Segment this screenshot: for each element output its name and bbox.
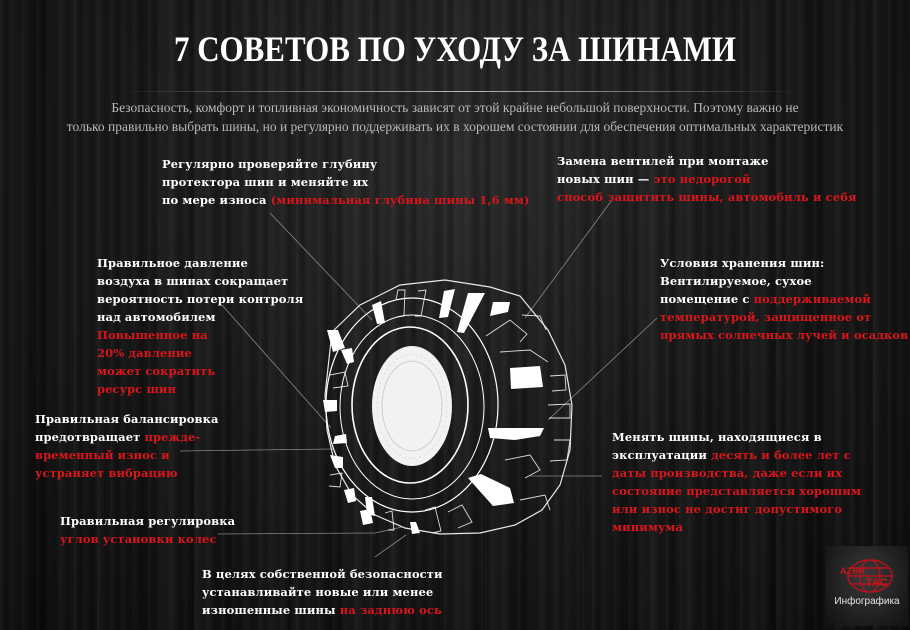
tip-highlight: температурой, защищенное от: [660, 310, 872, 324]
tip-highlight: поддерживаемой: [753, 292, 871, 306]
tip-tire-age: Менять шины, находящиеся в эксплуатации …: [612, 428, 861, 536]
logo-caption: Инфографика: [834, 596, 900, 607]
tip-highlight: минимума: [612, 520, 684, 534]
tip-highlight: может сократить: [97, 364, 216, 378]
tip-balancing: Правильная балансировка предотвращает пр…: [35, 410, 219, 482]
tip-highlight: способ защитить шины, автомобиль и себя: [557, 190, 857, 204]
tip-text: протектора шин и меняйте их: [162, 175, 369, 189]
tip-text: устанавливайте новые или менее: [202, 585, 434, 599]
tip-highlight: или износ не достиг допустимого: [612, 502, 843, 516]
tip-text: Правильная балансировка: [35, 412, 219, 426]
tip-text: новых шин —: [557, 172, 654, 186]
tip-highlight: на заднюю ось: [339, 603, 442, 617]
tip-tread-depth: Регулярно проверяйте глубину протектора …: [162, 155, 529, 209]
tip-text: Условия хранения шин:: [660, 256, 825, 270]
intro-line-1: Безопасность, комфорт и топливная эконом…: [111, 100, 799, 115]
tip-highlight: даты производства, даже если их: [612, 466, 843, 480]
hub: [372, 346, 452, 466]
tip-text: предотвращает: [35, 430, 145, 444]
tip-highlight: 20% давление: [97, 346, 192, 360]
tread-outlines: [328, 289, 571, 534]
intro-line-2: только правильно выбрать шины, но и регу…: [66, 119, 844, 134]
tip-highlight: (минимальная глубина шины 1,6 мм): [270, 193, 530, 207]
tip-text: В целях собственной безопасности: [202, 567, 443, 581]
tip-highlight: Повышенное на: [97, 328, 208, 342]
logo-brand-bottom: TAC: [866, 577, 888, 589]
tip-text: Вентилируемое, сухое: [660, 274, 812, 288]
tip-wheel-alignment: Правильная регулировка углов установки к…: [60, 512, 235, 548]
tip-rear-axle: В целях собственной безопасности устанав…: [202, 565, 443, 619]
connector-lines: [179, 199, 658, 558]
tip-highlight: прямых солнечных лучей и осадков: [660, 328, 909, 342]
tip-text: над автомобилем: [97, 310, 216, 324]
intro-text: Безопасность, комфорт и топливная эконом…: [0, 98, 910, 136]
tip-highlight: это недорогой: [653, 172, 751, 186]
tip-text: помещение с: [660, 292, 754, 306]
tip-text: эксплуатации: [612, 448, 712, 462]
tip-text: вероятность потери контроля: [97, 292, 304, 306]
tip-storage: Условия хранения шин: Вентилируемое, сух…: [660, 254, 908, 344]
tip-text: Замена вентилей при монтаже: [557, 154, 769, 168]
globe-icon: [847, 559, 893, 593]
tip-highlight: десять и более лет с: [711, 448, 851, 462]
tip-text: изношенные шины: [202, 603, 340, 617]
azertac-logo: AZƏR TAC Инфографика: [826, 546, 908, 626]
tread-blocks: [323, 289, 544, 534]
tip-highlight: временный износ и: [35, 448, 170, 462]
tip-highlight: углов установки колес: [60, 532, 217, 546]
tip-highlight: ресурс шин: [97, 382, 177, 396]
page-title: 7 СОВЕТОВ ПО УХОДУ ЗА ШИНАМИ: [173, 29, 737, 69]
tip-text: воздуха в шинах сокращает: [97, 274, 289, 288]
tip-highlight: состояние представляется хорошим: [612, 484, 862, 498]
logo-brand-top: AZƏR: [840, 566, 866, 576]
tip-text: Правильная регулировка: [60, 514, 236, 528]
tip-text: Менять шины, находящиеся в: [612, 430, 822, 444]
tip-highlight: прежде-: [144, 430, 201, 444]
tip-valves: Замена вентилей при монтаже новых шин — …: [557, 152, 857, 206]
title-divider: [120, 91, 800, 92]
tip-air-pressure: Правильное давление воздуха в шинах сокр…: [97, 254, 303, 398]
tip-text: Правильное давление: [97, 256, 248, 270]
tip-text: по мере износа: [162, 193, 271, 207]
tip-highlight: устраняет вибрацию: [35, 466, 178, 480]
tip-text: Регулярно проверяйте глубину: [162, 157, 378, 171]
